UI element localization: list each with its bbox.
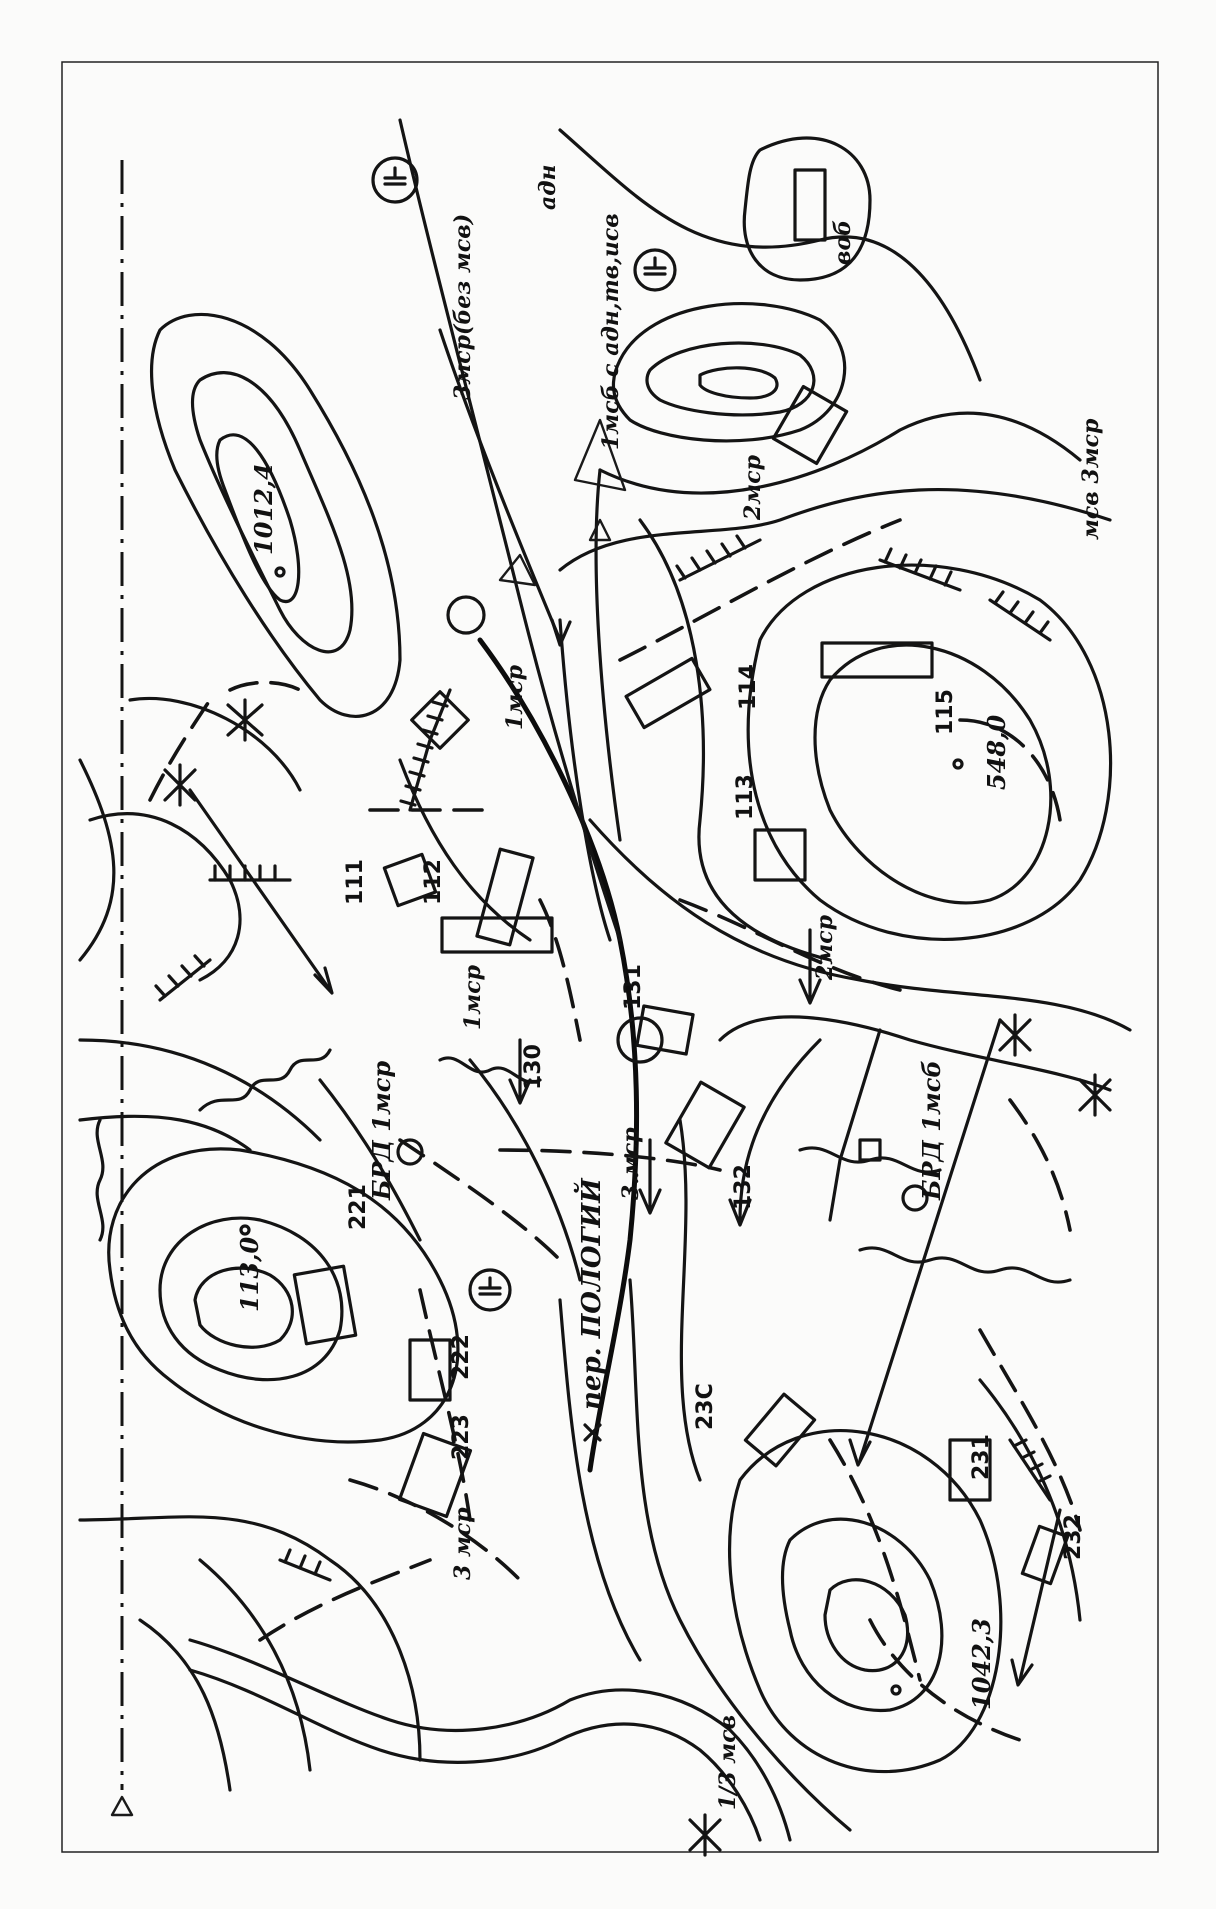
height-548: 548,0 <box>982 715 1011 790</box>
label-3msr-middle: 3.мср <box>618 1127 644 1200</box>
ravine-2 <box>438 1056 542 1084</box>
ravine-3 <box>858 1246 1072 1284</box>
position-112: 112 <box>421 859 446 905</box>
position-221: 221 <box>346 1184 371 1230</box>
label-brd-1msr: БРД 1мср <box>367 1061 396 1201</box>
label-2msr-upper: 2мср <box>740 454 766 521</box>
crossing-pologiy-label: пер. ПОЛОГИЙ <box>574 1177 607 1410</box>
label-adn: адн <box>535 164 561 210</box>
position-230: 23С <box>693 1383 718 1430</box>
label-vob: воб <box>830 220 856 265</box>
ravine-1 <box>198 1048 332 1112</box>
road-network <box>398 118 640 1473</box>
attack-arrows <box>188 328 1062 1687</box>
unit-labels: 3мср(без мсв) 1мсб с адн,тв,исв адн воб … <box>367 164 1104 1810</box>
point-markers <box>239 156 964 1696</box>
map-frame <box>61 61 1159 1853</box>
height-113: 113,0 <box>235 1237 264 1312</box>
label-3msr-lower: 3 мср <box>450 1507 476 1580</box>
position-131: 131 <box>621 964 646 1010</box>
ravine-5 <box>95 1118 105 1242</box>
label-2msr-lower: 2мср <box>812 914 838 981</box>
strongpoint-symbols <box>292 168 1070 1586</box>
position-231: 231 <box>969 1434 994 1480</box>
position-130: 130 <box>521 1044 546 1090</box>
position-115: 115 <box>933 689 958 735</box>
height-1042: 1042,3 <box>967 1618 996 1710</box>
position-222: 222 <box>449 1334 474 1380</box>
observation-triangle <box>573 418 627 492</box>
position-111: 111 <box>343 859 368 905</box>
height-1012: 1012,4 <box>249 463 278 555</box>
label-1msb-s-adn: 1мсб с адн,тв,исв <box>598 213 624 450</box>
position-113: 113 <box>733 774 758 820</box>
label-1msr-upper: 1мср <box>502 664 528 730</box>
label-1msr-lower: 1мср <box>460 964 486 1030</box>
observation-triangle-2 <box>498 553 537 587</box>
label-3msr-bez-msv: 3мср(без мсв) <box>450 214 476 400</box>
dashed-lines <box>148 518 1082 1742</box>
position-223: 223 <box>449 1414 474 1460</box>
height-labels: 1012,4 548,0 113,0 1042,3 <box>235 463 1011 1710</box>
river <box>188 1638 792 1842</box>
triangle-marker-bottom <box>110 1795 134 1817</box>
crossing-marks <box>163 698 1112 1857</box>
label-msv-3msr: мсв 3мср <box>1078 418 1104 540</box>
label-1-3-msv: 1/3 мсв <box>715 1715 741 1810</box>
position-114: 114 <box>736 664 761 710</box>
position-132: 132 <box>731 1164 756 1210</box>
observation-triangle-small <box>588 518 612 542</box>
position-labels: 111 112 113 114 115 130 131 132 221 222 … <box>343 664 1086 1560</box>
position-232: 232 <box>1061 1514 1086 1560</box>
label-brd-1msb: БРД 1мсб <box>917 1060 946 1201</box>
